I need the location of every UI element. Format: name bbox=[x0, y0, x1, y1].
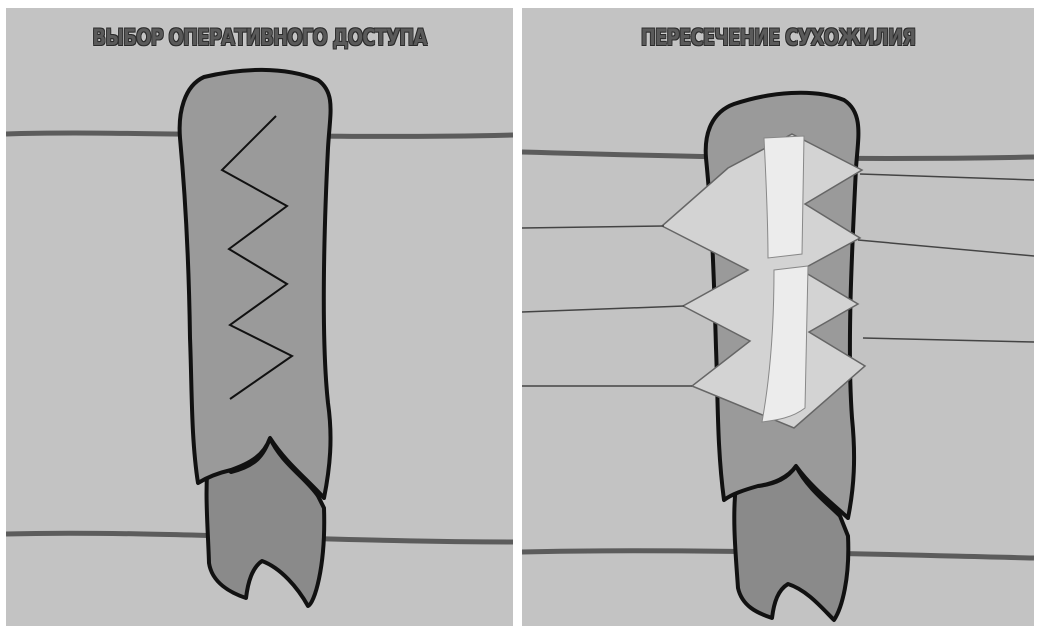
traction-thread bbox=[522, 305, 685, 313]
tendon-distal-stump bbox=[761, 265, 809, 423]
finger-tendon-illustration bbox=[522, 90, 1034, 622]
opened-skin-flaps bbox=[660, 133, 867, 429]
traction-thread bbox=[857, 239, 1034, 257]
zigzag-incision-line bbox=[220, 115, 294, 400]
panel-title-surgical-access: ВЫБОР ОПЕРАТИВНОГО ДОСТУПА bbox=[92, 26, 427, 51]
panel-title-tendon-transection: ПЕРЕСЕЧЕНИЕ СУХОЖИЛИЯ bbox=[640, 26, 916, 51]
traction-thread bbox=[522, 225, 665, 229]
traction-thread bbox=[862, 337, 1034, 343]
finger-incision-illustration bbox=[6, 67, 513, 608]
panel-tendon-transection: ПЕРЕСЕЧЕНИЕ СУХОЖИЛИЯ bbox=[522, 8, 1034, 626]
traction-thread bbox=[859, 173, 1034, 181]
tendon-proximal-stump bbox=[763, 135, 805, 259]
finger-shape bbox=[177, 67, 333, 500]
panel-surgical-access: ВЫБОР ОПЕРАТИВНОГО ДОСТУПА bbox=[6, 8, 513, 626]
